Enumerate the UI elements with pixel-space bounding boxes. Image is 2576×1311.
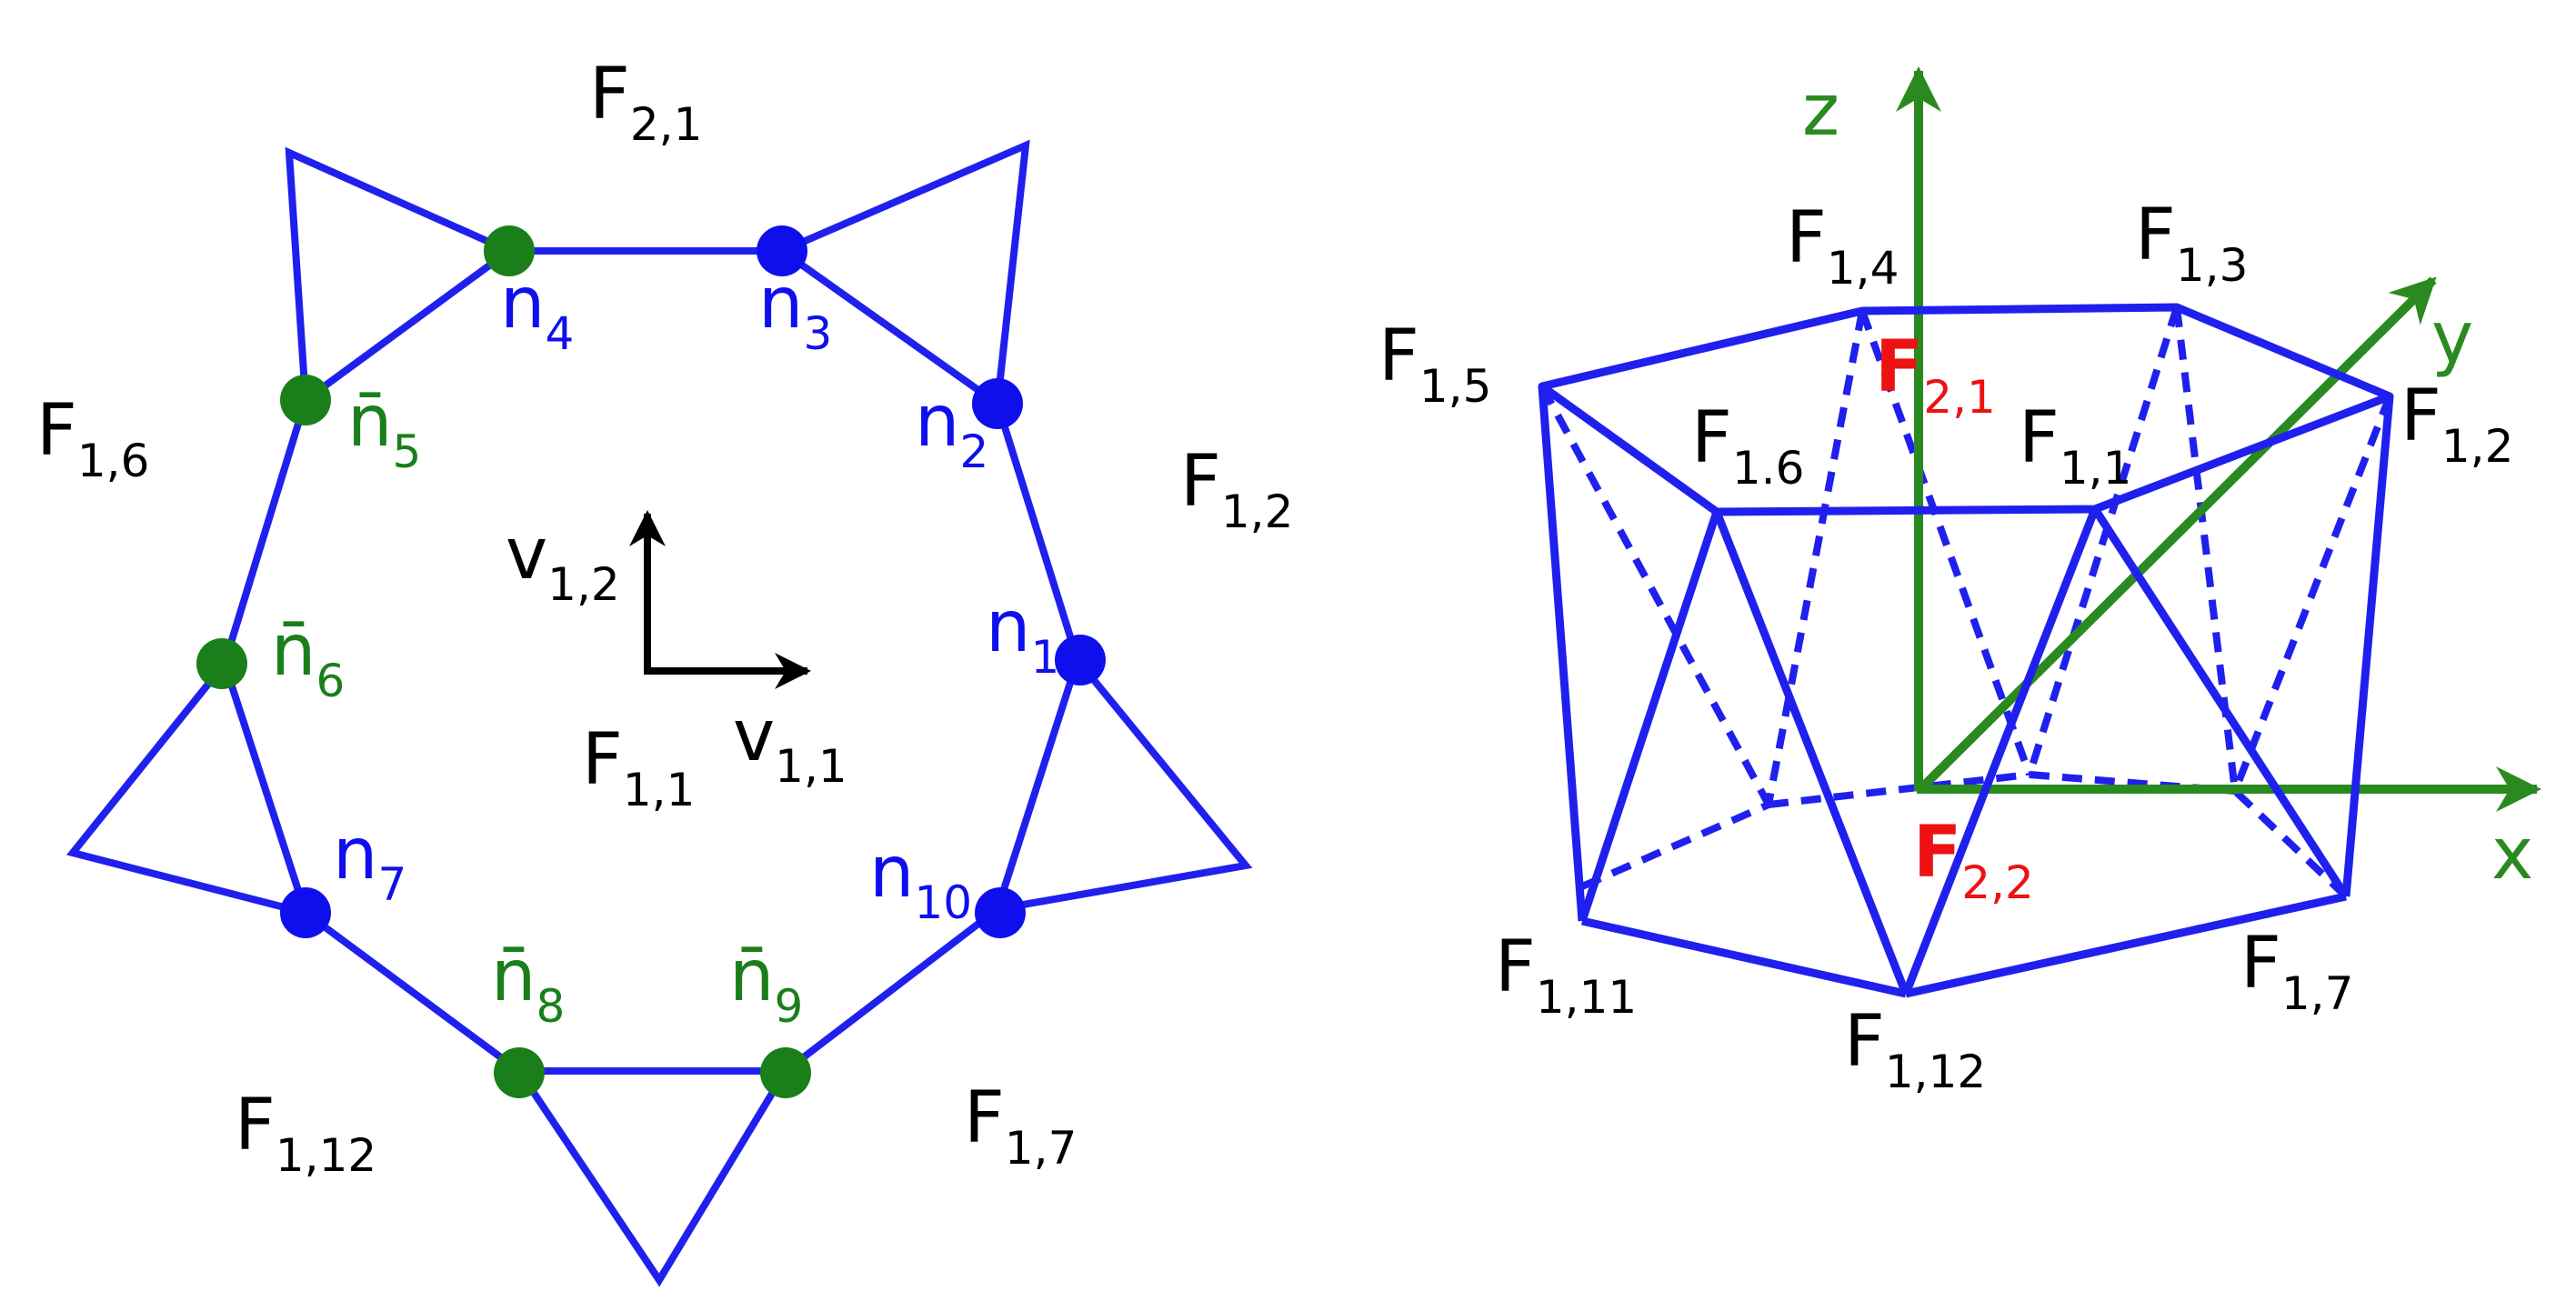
label-vertex-f12: F1,2 [2401,375,2513,473]
label-face-f12: F1,2 [1180,441,1293,538]
label-vector-v12: v1,2 [506,514,620,611]
node-n9 [760,1047,811,1098]
node-n4 [484,225,535,276]
hidden-edge [1859,309,2033,776]
label-face-f11: F1,1 [582,719,695,816]
triangle-flaps [66,139,1253,1287]
label-face-f112: F1,12 [235,1085,376,1182]
label-vertex-f15: F1,5 [1378,315,1491,413]
label-node-n6: n̄6 [271,610,345,707]
flap-top-right [780,139,1030,405]
node-n8 [494,1047,545,1098]
left-net: F2,1 F1,6 F1,2 F1,1 F1,12 F1,7 v1,2 v1,1… [36,54,1293,1287]
hidden-edges [1539,305,2393,899]
flap-top-left [285,146,511,401]
visible-edge [2341,395,2394,897]
hidden-edge [1580,801,1770,890]
label-center-f21: F2,1 [1875,326,1996,424]
label-node-n3: n3 [758,263,832,360]
label-axis-y: y [2431,297,2473,379]
hidden-edge [2232,788,2349,899]
label-node-n7: n7 [333,814,406,911]
hidden-edge [1539,385,1772,806]
label-face-f16: F1,6 [36,390,149,487]
label-node-n5: n̄5 [347,381,421,478]
label-vertex-f11: F1,1 [2019,397,2131,495]
left-labels: F2,1 F1,6 F1,2 F1,1 F1,12 F1,7 v1,2 v1,1… [36,54,1293,1182]
label-vector-v11: v1,1 [733,696,847,793]
label-face-f21: F2,1 [589,54,702,151]
flap-bottom [516,1068,789,1287]
visible-edge [1581,916,1907,998]
visible-edge [1712,510,1910,996]
label-axis-z: z [1802,70,1839,152]
label-vertex-f111: F1,11 [1495,926,1637,1024]
label-center-f22: F2,2 [1913,812,2034,909]
visible-edge [1901,507,2100,996]
vector-arrows [629,510,811,689]
label-node-n4: n4 [500,263,574,360]
label-node-n1: n1 [986,586,1059,684]
label-vertex-f13: F1,3 [2135,195,2248,292]
label-node-n10: n10 [869,832,972,929]
label-vertex-f112: F1,12 [1844,1001,1986,1098]
node-n3 [757,225,807,276]
flap-left [66,661,306,916]
visible-edge [2091,506,2350,899]
hidden-edge [1768,771,2030,808]
label-vertex-f14: F1,4 [1786,197,1899,295]
node-n6 [196,638,247,689]
visible-edges [1538,303,2394,998]
right-3d-view: z y x F1,4 F1,3 F1,5 F1.6 F1,1 F1,2 F1,1… [1378,66,2541,1098]
right-labels: z y x F1,4 F1,3 F1,5 F1.6 F1,1 F1,2 F1,1… [1378,70,2533,1098]
hidden-edge [2231,395,2393,793]
hidden-edge [2026,305,2180,776]
visible-edge [1905,892,2347,998]
node-n7 [280,887,331,938]
label-node-n9: n̄9 [729,936,803,1033]
axes [1896,66,2541,812]
label-node-n8: n̄8 [491,936,565,1033]
label-node-n2: n2 [915,381,988,478]
node-n5 [280,375,331,425]
hidden-edge [1765,310,1866,806]
label-axis-x: x [2491,814,2533,896]
label-face-f17: F1,7 [964,1077,1077,1175]
y-axis-arrow [1915,276,2437,795]
visible-edge [1538,385,1587,922]
flap-right [997,657,1253,913]
node-n1 [1055,635,1106,686]
node-n10 [975,887,1026,938]
nodes [196,225,1106,1098]
node-n2 [972,378,1023,429]
visible-edge [1578,510,1721,923]
label-vertex-f17: F1,7 [2240,923,2353,1020]
label-vertex-f16: F1.6 [1691,397,1804,495]
